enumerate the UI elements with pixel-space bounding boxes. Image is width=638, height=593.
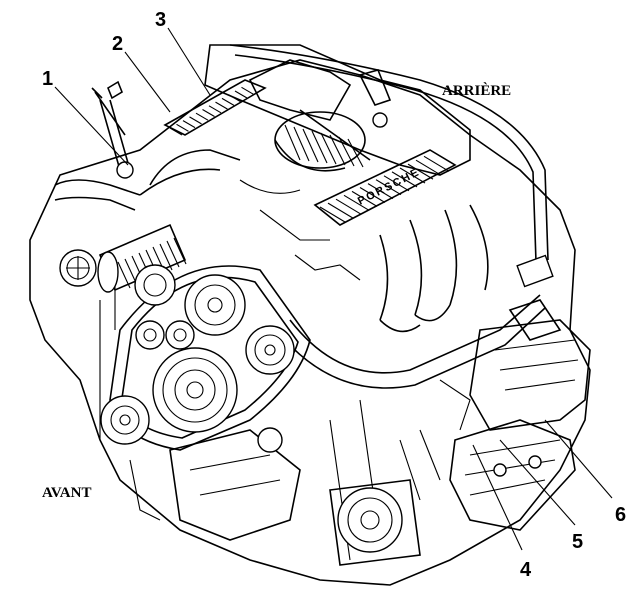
- leader-3: [167, 27, 211, 96]
- ribbed-grille-right: PORSCHE: [313, 149, 457, 226]
- ribs-left-line: [221, 97, 235, 106]
- ribbed-grille-left: [163, 79, 267, 136]
- leader-4: [472, 444, 523, 551]
- oil-filler-cap: [59, 249, 97, 287]
- ribs-left-line: [189, 116, 202, 125]
- callout-5: 5: [572, 531, 583, 553]
- ribs-left-line: [176, 123, 189, 132]
- ribs-left-line: [241, 86, 254, 95]
- coolant-pipe-lower: [284, 294, 546, 389]
- tube-ribs-line: [302, 128, 319, 163]
- tube-ribs-line: [320, 132, 337, 165]
- lower-housing: [169, 427, 301, 541]
- ribs-left-line: [182, 120, 196, 129]
- ribs-right-line: [375, 179, 402, 196]
- pipe-junction-right: [516, 254, 554, 288]
- callout-1: 1: [42, 68, 53, 90]
- ribs-left-line: [202, 109, 215, 117]
- pulleys: [100, 264, 295, 445]
- ribs-right-line: [399, 167, 426, 184]
- ribs-right-line: [423, 155, 450, 172]
- tube-ribs-line: [311, 130, 328, 164]
- ribs-right-line: [367, 183, 394, 200]
- rear-fittings: [107, 69, 392, 128]
- dipstick: [91, 87, 126, 136]
- pulley-tensioner: [134, 264, 176, 306]
- ribs-right-line: [415, 159, 442, 176]
- ribs-left-line: [195, 112, 209, 121]
- intake-plenum: [204, 44, 471, 176]
- duct-ribs-line: [166, 240, 180, 268]
- pulley-idler-b: [165, 320, 195, 350]
- intake-runners: [379, 204, 489, 333]
- mount-bracket: [449, 419, 576, 531]
- ribs-right-line: [319, 206, 346, 223]
- ribs-left-line: [234, 90, 248, 99]
- callouts: 1 2 3 4 5 6: [42, 9, 626, 581]
- tube-ribs-line: [338, 136, 355, 167]
- ribs-left-line: [208, 105, 222, 114]
- callout-4: 4: [520, 559, 532, 581]
- duct-ribs-line: [173, 237, 187, 265]
- pulley-idler-a: [135, 320, 165, 350]
- ribs-left-line: [215, 101, 228, 110]
- leader-1: [54, 86, 129, 166]
- tube-ribs-line: [284, 124, 301, 161]
- ribs-right-line: [335, 198, 362, 215]
- engine-block: [29, 59, 591, 586]
- ribs-right-line: [383, 175, 410, 192]
- leader-6: [544, 419, 613, 499]
- pulley-water-pump: [100, 395, 150, 445]
- tube-ribs-line: [347, 138, 364, 168]
- intake-tube: [274, 109, 371, 172]
- front-label: AVANT: [42, 485, 91, 501]
- duct-ribs-line: [159, 243, 173, 271]
- coolant-pipe-rear: [229, 44, 549, 263]
- callout-6: 6: [615, 504, 626, 526]
- callout-2: 2: [112, 33, 123, 55]
- ribs-right-line: [351, 190, 378, 207]
- pulley-alternator: [184, 274, 246, 336]
- hose-assembly-left: [54, 99, 241, 211]
- leader-2: [124, 51, 171, 113]
- leader-lines: [54, 27, 613, 551]
- ribs-right-line: [359, 187, 386, 203]
- rear-label: ARRIÈRE: [442, 82, 511, 99]
- ribs-left-line: [228, 94, 241, 103]
- callout-3: 3: [155, 9, 166, 31]
- detail-lines: [129, 179, 471, 521]
- front-hub: [329, 479, 421, 566]
- tube-ribs-line: [329, 134, 346, 166]
- pulley-crank: [152, 347, 238, 433]
- ribs-left-line: [169, 127, 183, 136]
- pulley-power-steering: [245, 325, 295, 375]
- cylinder-bank-right: [469, 299, 591, 431]
- ribs-right-line: [391, 171, 418, 188]
- tube-ribs-line: [293, 126, 310, 162]
- ribs-right-line: [343, 194, 370, 211]
- ribs-right-line: [407, 163, 434, 180]
- duct-ribs-line: [117, 261, 131, 289]
- leader-5: [499, 439, 576, 526]
- ribs-right-line: [327, 202, 354, 219]
